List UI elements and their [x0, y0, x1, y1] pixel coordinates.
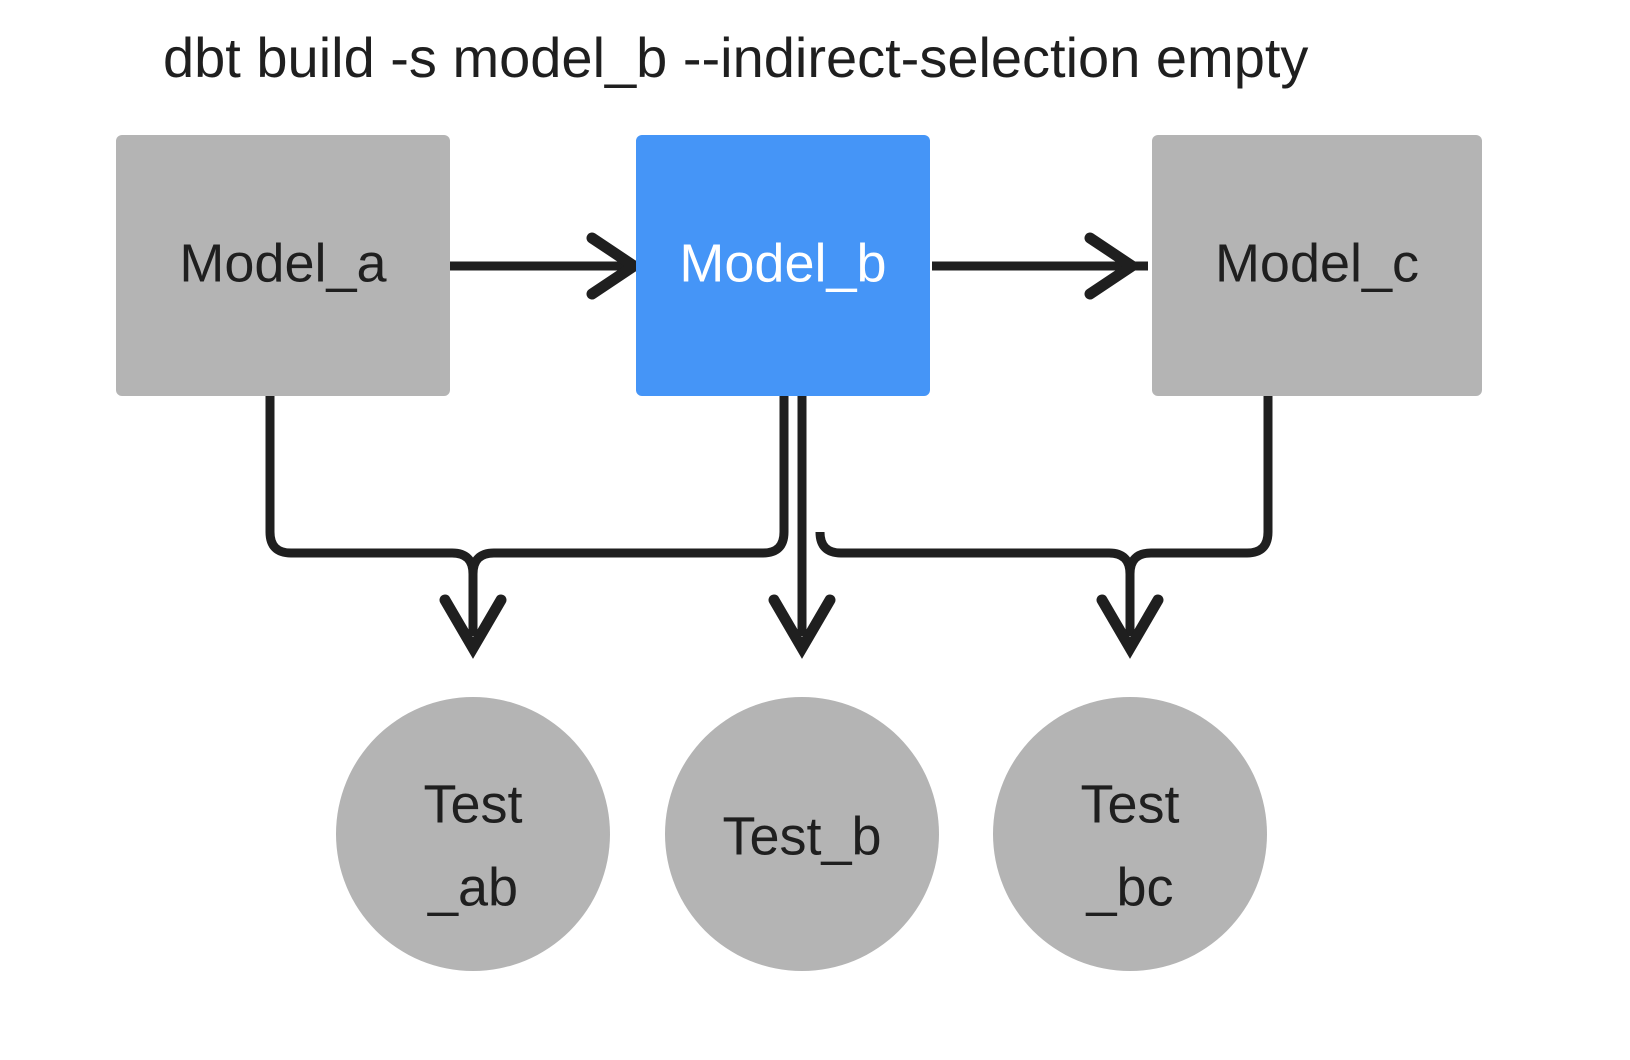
edge-model-a-to-test-ab	[265, 396, 507, 659]
model-b-box[interactable]	[636, 135, 930, 396]
test-ab-label-line2: _ab	[427, 857, 518, 917]
node-test-b[interactable]: Test_b	[665, 697, 939, 971]
model-b-label: Model_b	[679, 233, 886, 293]
node-model-a[interactable]: Model_a	[116, 135, 450, 396]
edge-model-a-to-model-b	[450, 232, 644, 300]
test-b-circle[interactable]	[665, 697, 939, 971]
edge-model-b-to-model-c	[932, 232, 1148, 300]
test-ab-circle[interactable]	[336, 697, 610, 971]
edge-model-b-to-test-bc	[815, 531, 1164, 659]
node-test-ab[interactable]: Test _ab	[336, 697, 610, 971]
edge-model-b-to-test-b	[768, 396, 836, 659]
diagram-title: dbt build -s model_b --indirect-selectio…	[163, 26, 1308, 89]
model-a-box[interactable]	[116, 135, 450, 396]
test-ab-label-line1: Test	[423, 774, 522, 834]
model-c-label: Model_c	[1215, 233, 1419, 293]
test-b-label-line1: Test_b	[722, 806, 881, 866]
node-test-bc[interactable]: Test _bc	[993, 697, 1267, 971]
test-bc-label-line1: Test	[1080, 774, 1179, 834]
node-model-c[interactable]: Model_c	[1152, 135, 1482, 396]
model-a-label: Model_a	[179, 233, 387, 293]
test-bc-label-line2: _bc	[1085, 857, 1173, 917]
edge-model-b-to-test-ab	[468, 396, 789, 575]
edge-model-c-to-test-bc	[1125, 396, 1273, 575]
model-c-box[interactable]	[1152, 135, 1482, 396]
test-bc-circle[interactable]	[993, 697, 1267, 971]
node-model-b[interactable]: Model_b	[636, 135, 930, 396]
